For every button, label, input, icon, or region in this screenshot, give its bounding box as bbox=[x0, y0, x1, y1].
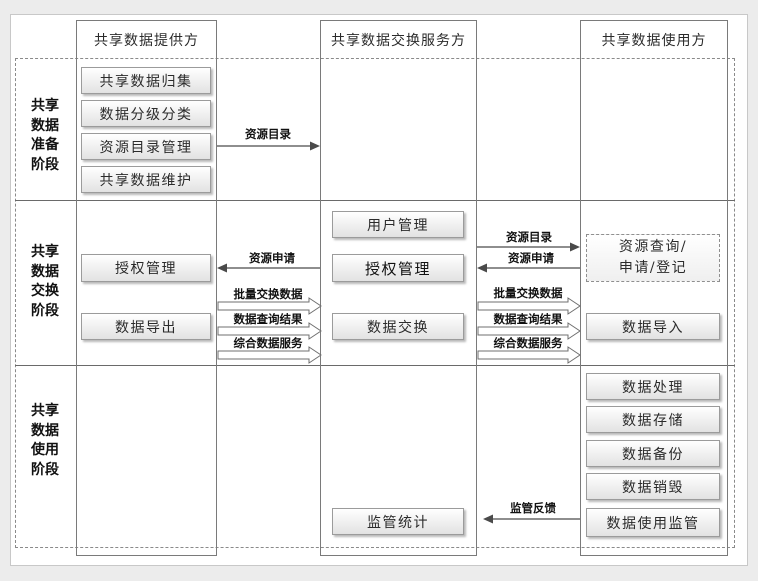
step-resource-query: 资源查询/ 申请/登记 bbox=[586, 234, 720, 282]
lane-provider: 共享数据提供方 bbox=[76, 20, 217, 556]
step-provider-authorization: 授权管理 bbox=[81, 254, 211, 282]
stage-separator bbox=[15, 365, 735, 366]
stage-separator bbox=[15, 200, 735, 201]
stage-label-exchange: 共享 数据 交换 阶段 bbox=[31, 244, 59, 319]
step-data-collection: 共享数据归集 bbox=[81, 67, 211, 94]
step-data-export: 数据导出 bbox=[81, 313, 211, 340]
flow-label-user-transfer-3: 综合数据服务 bbox=[493, 336, 563, 350]
arrow-catalog-service-to-user bbox=[477, 242, 580, 252]
step-data-processing: 数据处理 bbox=[586, 373, 720, 400]
arrow-catalog-provider-to-service bbox=[217, 141, 320, 151]
step-user-management: 用户管理 bbox=[332, 211, 464, 238]
lane-service: 共享数据交换服务方 bbox=[320, 20, 477, 556]
flow-label-catalog-provider: 资源目录 bbox=[245, 127, 291, 141]
flow-label-catalog-user: 资源目录 bbox=[506, 230, 552, 244]
step-data-backup: 数据备份 bbox=[586, 440, 720, 467]
step-data-destruction: 数据销毁 bbox=[586, 473, 720, 500]
arrow-apply-user-to-service bbox=[477, 263, 580, 273]
flow-label-apply-user: 资源申请 bbox=[508, 251, 554, 265]
block-arrow-user-transfer-1 bbox=[477, 297, 581, 315]
block-arrow-provider-transfer-2 bbox=[217, 322, 322, 340]
stage-label-use: 共享 数据 使用 阶段 bbox=[31, 403, 59, 478]
flow-label-provider-transfer-3: 综合数据服务 bbox=[233, 336, 303, 350]
step-data-classification: 数据分级分类 bbox=[81, 100, 211, 127]
flow-label-provider-transfer-2: 数据查询结果 bbox=[233, 312, 303, 326]
lane-title-provider: 共享数据提供方 bbox=[94, 33, 199, 49]
block-arrow-user-transfer-3 bbox=[477, 346, 581, 364]
step-data-exchange: 数据交换 bbox=[332, 313, 464, 340]
step-usage-supervision: 数据使用监管 bbox=[586, 508, 720, 537]
flow-label-user-transfer-1: 批量交换数据 bbox=[493, 286, 563, 300]
flow-label-user-transfer-2: 数据查询结果 bbox=[493, 312, 563, 326]
lane-title-user: 共享数据使用方 bbox=[601, 33, 707, 49]
step-service-authorization: 授权管理 bbox=[332, 254, 464, 282]
step-supervision-statistics: 监管统计 bbox=[332, 508, 464, 535]
stage-label-prepare: 共享 数据 准备 阶段 bbox=[31, 98, 59, 173]
step-catalog-management: 资源目录管理 bbox=[81, 133, 211, 160]
block-arrow-provider-transfer-1 bbox=[217, 297, 322, 315]
step-data-storage: 数据存储 bbox=[586, 406, 720, 433]
step-data-import: 数据导入 bbox=[586, 313, 720, 340]
block-arrow-user-transfer-2 bbox=[477, 322, 581, 340]
stage-rows-frame bbox=[15, 58, 735, 548]
lane-user: 共享数据使用方 bbox=[580, 20, 728, 556]
arrow-apply-service-to-provider bbox=[217, 263, 320, 273]
flow-label-feedback: 监管反馈 bbox=[510, 501, 556, 515]
arrow-feedback-user-to-service bbox=[483, 514, 580, 524]
flow-label-apply-provider: 资源申请 bbox=[249, 251, 295, 265]
step-data-maintenance: 共享数据维护 bbox=[81, 166, 211, 193]
lane-title-service: 共享数据交换服务方 bbox=[331, 33, 466, 49]
block-arrow-provider-transfer-3 bbox=[217, 346, 322, 364]
flow-label-provider-transfer-1: 批量交换数据 bbox=[233, 287, 303, 301]
